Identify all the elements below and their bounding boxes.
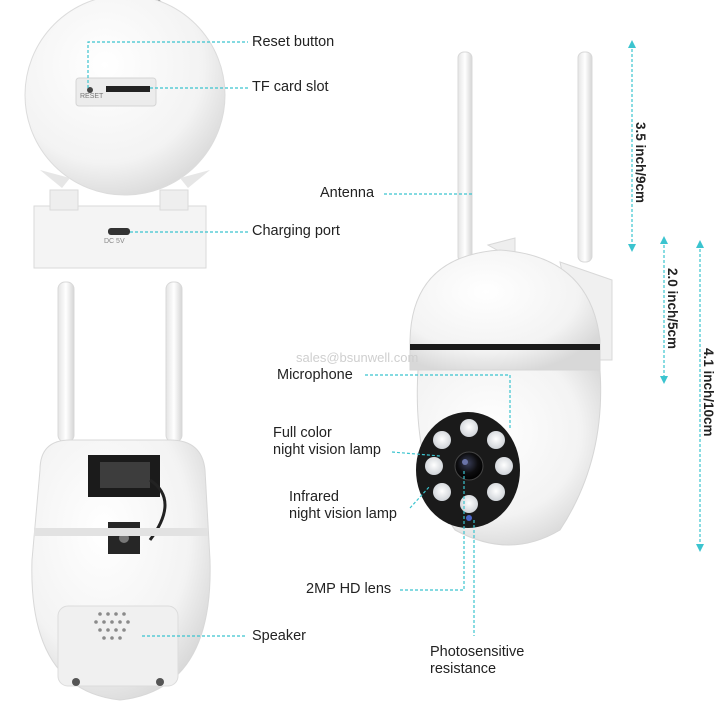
label-antenna: Antenna (320, 185, 375, 201)
label-infrared-2: night vision lamp (289, 506, 397, 522)
label-charging-port: Charging port (252, 223, 340, 239)
label-microphone: Microphone (277, 367, 353, 383)
label-full-color-1: Full color (273, 425, 332, 441)
front-view-camera (409, 51, 613, 546)
label-lens: 2MP HD lens (306, 581, 392, 597)
charging-port (108, 228, 130, 235)
label-tf-card-slot: TF card slot (252, 79, 329, 95)
led-ring (425, 419, 513, 513)
marking-reset: RESET (80, 93, 104, 100)
watermark: sales@bsunwell.com (296, 350, 419, 365)
label-reset-button: Reset button (252, 34, 335, 50)
dimension-antenna-height: 3.5 inch/9cm (633, 122, 648, 204)
label-full-color-2: night vision lamp (273, 442, 381, 458)
label-speaker: Speaker (252, 628, 307, 644)
label-photosensitive-2: resistance (430, 661, 497, 677)
rear-view-camera (31, 281, 211, 701)
label-infrared-1: Infrared (289, 489, 339, 505)
dimension-arrows (628, 40, 704, 552)
leader-lines (87, 41, 701, 637)
dimension-head-height: 2.0 inch/5cm (665, 268, 680, 350)
tf-slot (106, 86, 150, 92)
dimension-total-height: 4.1 inch/10cm (701, 348, 716, 437)
reset-hole (87, 87, 93, 93)
marking-port: DC 5V (104, 238, 125, 245)
speaker-grille (94, 612, 130, 640)
label-photosensitive-1: Photosensitive (430, 644, 525, 660)
back-view-camera (24, 0, 226, 269)
